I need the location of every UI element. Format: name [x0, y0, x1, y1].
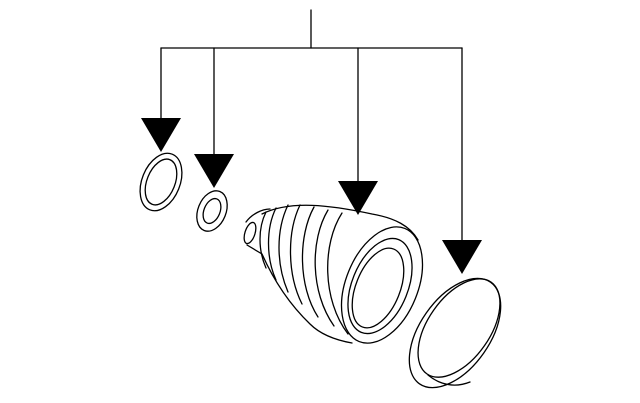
- arrow-small-clamp: [194, 154, 234, 188]
- arrow-large-clamp: [141, 118, 181, 152]
- callout-leader-lines: [160, 9, 463, 241]
- large-clamp-ring: [139, 152, 183, 212]
- arrow-band: [442, 240, 482, 274]
- cv-joint-boot: [243, 204, 424, 344]
- callout-arrowheads: [141, 118, 482, 274]
- small-clamp-ring: [196, 190, 228, 232]
- boot-band: [408, 277, 502, 389]
- arrow-boot: [338, 181, 378, 215]
